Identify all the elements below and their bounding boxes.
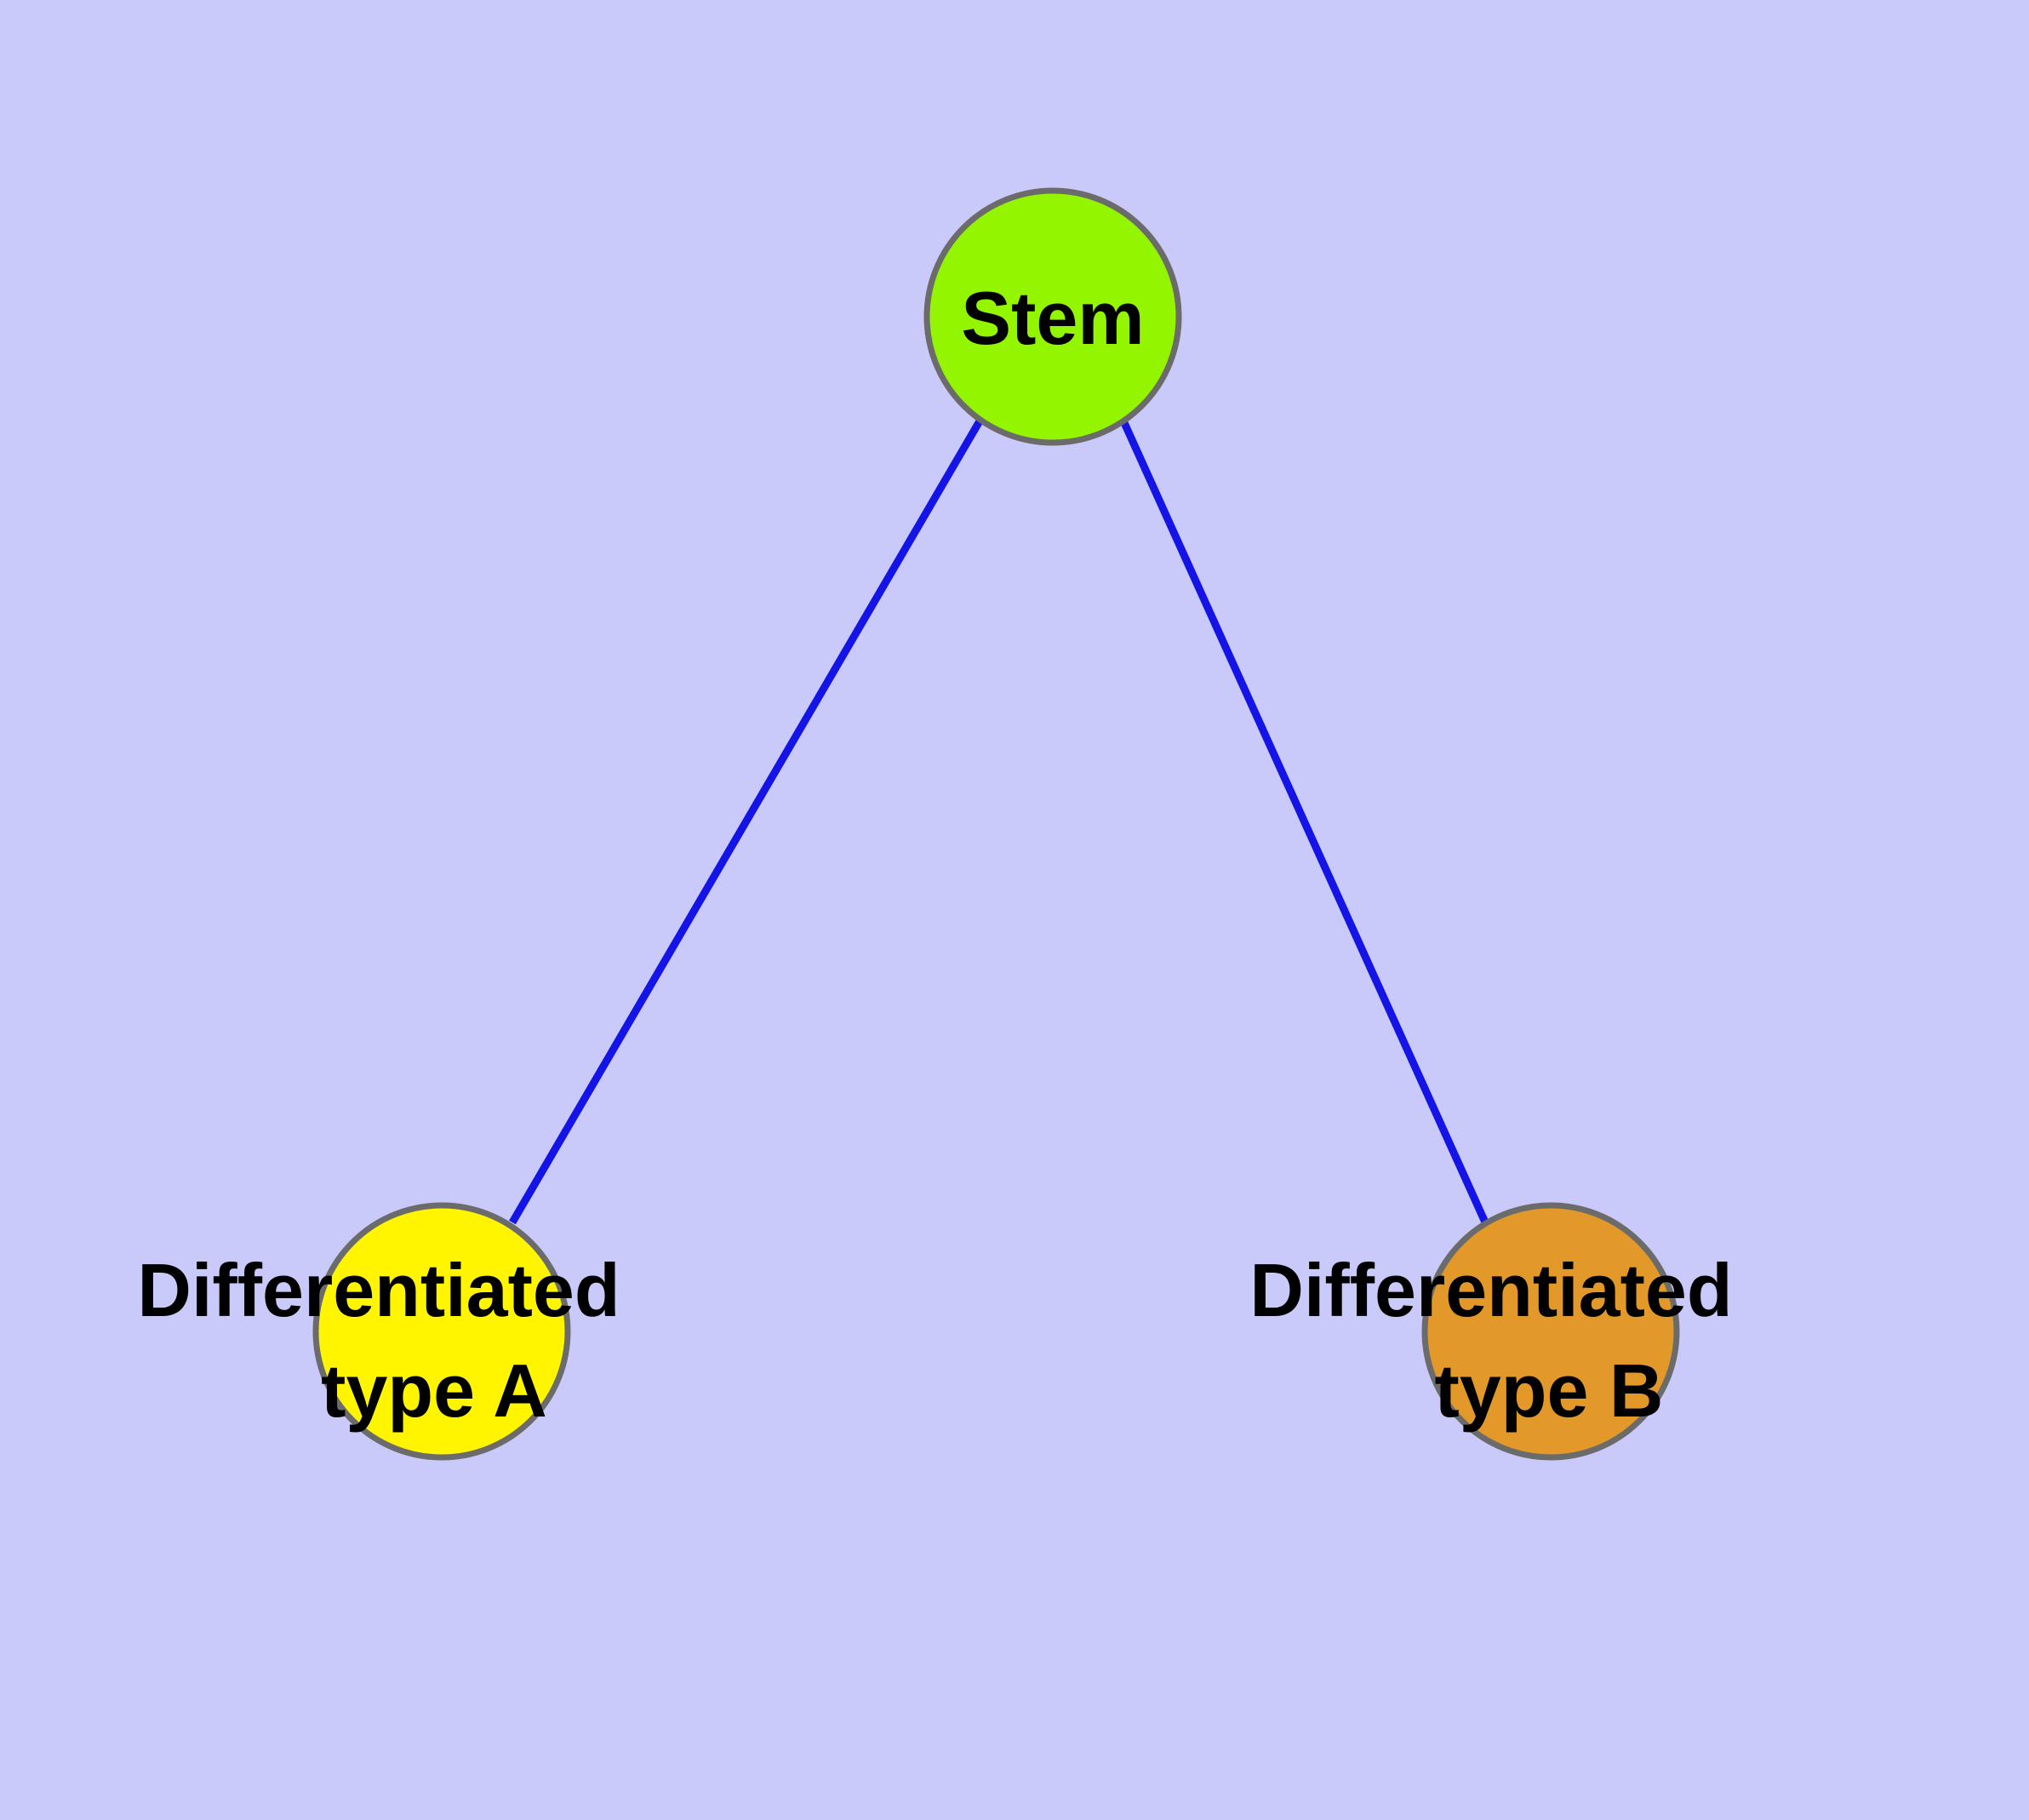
- labels-layer: Stem Differentiated type A Differentiate…: [137, 276, 1732, 1433]
- node-label-differentiated-type-b-line2: type B: [1435, 1348, 1664, 1433]
- node-label-differentiated-type-b-line1: Differentiated: [1249, 1248, 1732, 1332]
- node-label-differentiated-type-a-line1: Differentiated: [137, 1248, 620, 1332]
- node-label-differentiated-type-a-line2: type A: [321, 1348, 547, 1433]
- edge-stem-to-differentiated-type-a[interactable]: [509, 417, 984, 1225]
- node-differentiated-type-a[interactable]: [312, 1202, 571, 1461]
- nodes-layer: [312, 187, 1680, 1461]
- edge-stem-to-differentiated-type-b[interactable]: [1117, 415, 1490, 1226]
- node-label-stem: Stem: [961, 276, 1144, 360]
- node-stem[interactable]: [923, 187, 1182, 446]
- node-differentiated-type-b[interactable]: [1421, 1202, 1680, 1461]
- edges-layer: [509, 415, 1490, 1226]
